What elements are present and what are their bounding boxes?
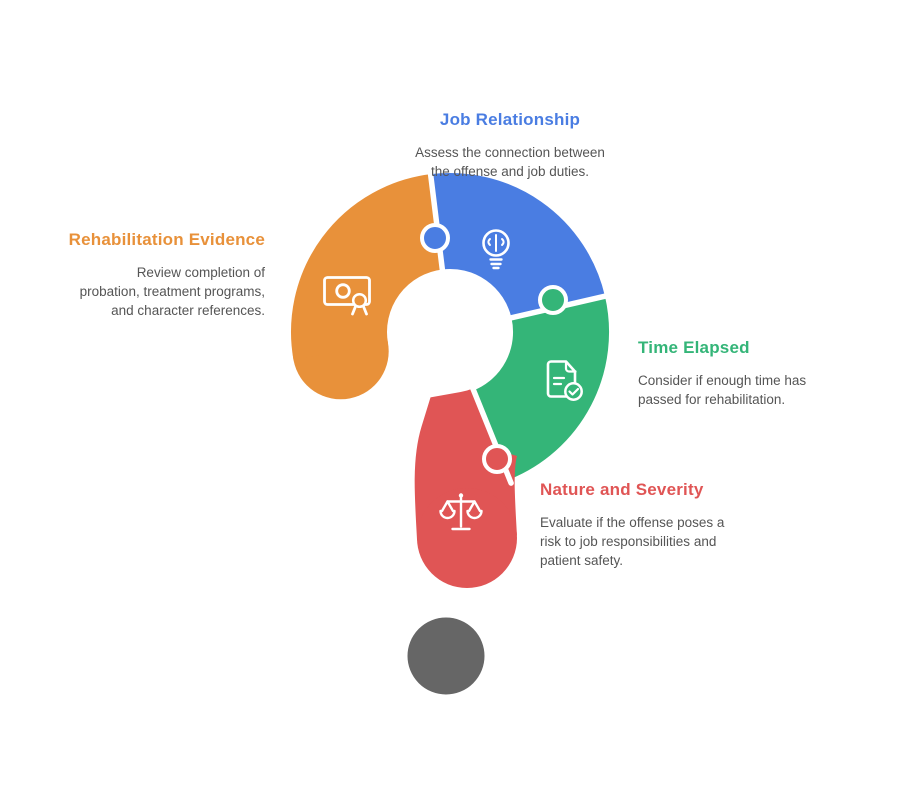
certificate-icon (323, 276, 371, 316)
section-job-relationship: Job Relationship Assess the connection b… (330, 110, 690, 181)
justice-scales-icon (439, 493, 483, 531)
question-mark-dot (404, 614, 488, 698)
section-description-line: Consider if enough time has (638, 373, 807, 388)
section-title-rehabilitation-evidence: Rehabilitation Evidence (68, 230, 265, 249)
puzzle-tab-red (482, 444, 512, 474)
section-time-elapsed: Time Elapsed Consider if enough time has… (638, 338, 878, 409)
section-description-line: probation, treatment programs, (79, 284, 265, 299)
puzzle-tab-blue (420, 223, 450, 253)
section-description-line: passed for rehabilitation. (638, 392, 786, 407)
document-check-icon (546, 360, 583, 401)
section-description-line: risk to job responsibilities and (540, 534, 717, 549)
section-description-line: patient safety. (540, 553, 624, 568)
section-title-job-relationship: Job Relationship (439, 110, 581, 129)
puzzle-piece-time-elapsed (472, 296, 610, 480)
section-title-time-elapsed: Time Elapsed (638, 338, 750, 357)
puzzle-piece-rehabilitation-evidence (291, 174, 445, 400)
section-description-line: Assess the connection between (415, 145, 605, 160)
section-nature-and-severity: Nature and Severity Evaluate if the offe… (540, 480, 790, 570)
section-title-nature-and-severity: Nature and Severity (540, 480, 704, 499)
section-rehabilitation-evidence: Rehabilitation Evidence Review completio… (30, 230, 265, 320)
section-description-line: the offense and job duties. (430, 164, 590, 179)
section-description-line: and character references. (111, 303, 265, 318)
section-description-line: Evaluate if the offense poses a (540, 515, 725, 530)
section-description-line: Review completion of (136, 265, 265, 280)
puzzle-tab-green (538, 285, 568, 315)
brain-lightbulb-icon (482, 229, 510, 270)
